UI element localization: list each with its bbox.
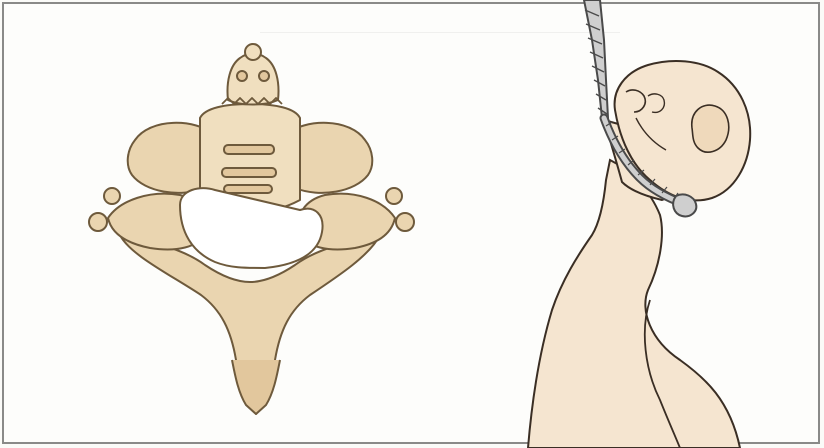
ear (692, 105, 729, 152)
torso (528, 160, 740, 448)
dens-spot-left (237, 71, 247, 81)
left-tubercle (89, 213, 107, 231)
body-ridge-3 (224, 185, 272, 193)
vertebra-axis-illustration (89, 44, 414, 414)
body-ridge-2 (222, 168, 276, 177)
rope (584, 0, 608, 118)
noose-knot (673, 194, 696, 216)
right-tubercle (396, 213, 414, 231)
left-tubercle-upper (104, 188, 120, 204)
right-tubercle-upper (386, 188, 402, 204)
hanging-figure-illustration (528, 0, 750, 448)
dens-spot-right (259, 71, 269, 81)
body-ridge-1 (224, 145, 274, 154)
dens-odontoid (228, 54, 279, 105)
vertebral-foramen (180, 188, 323, 268)
spinous-process (232, 360, 280, 414)
dens-tip (245, 44, 261, 60)
